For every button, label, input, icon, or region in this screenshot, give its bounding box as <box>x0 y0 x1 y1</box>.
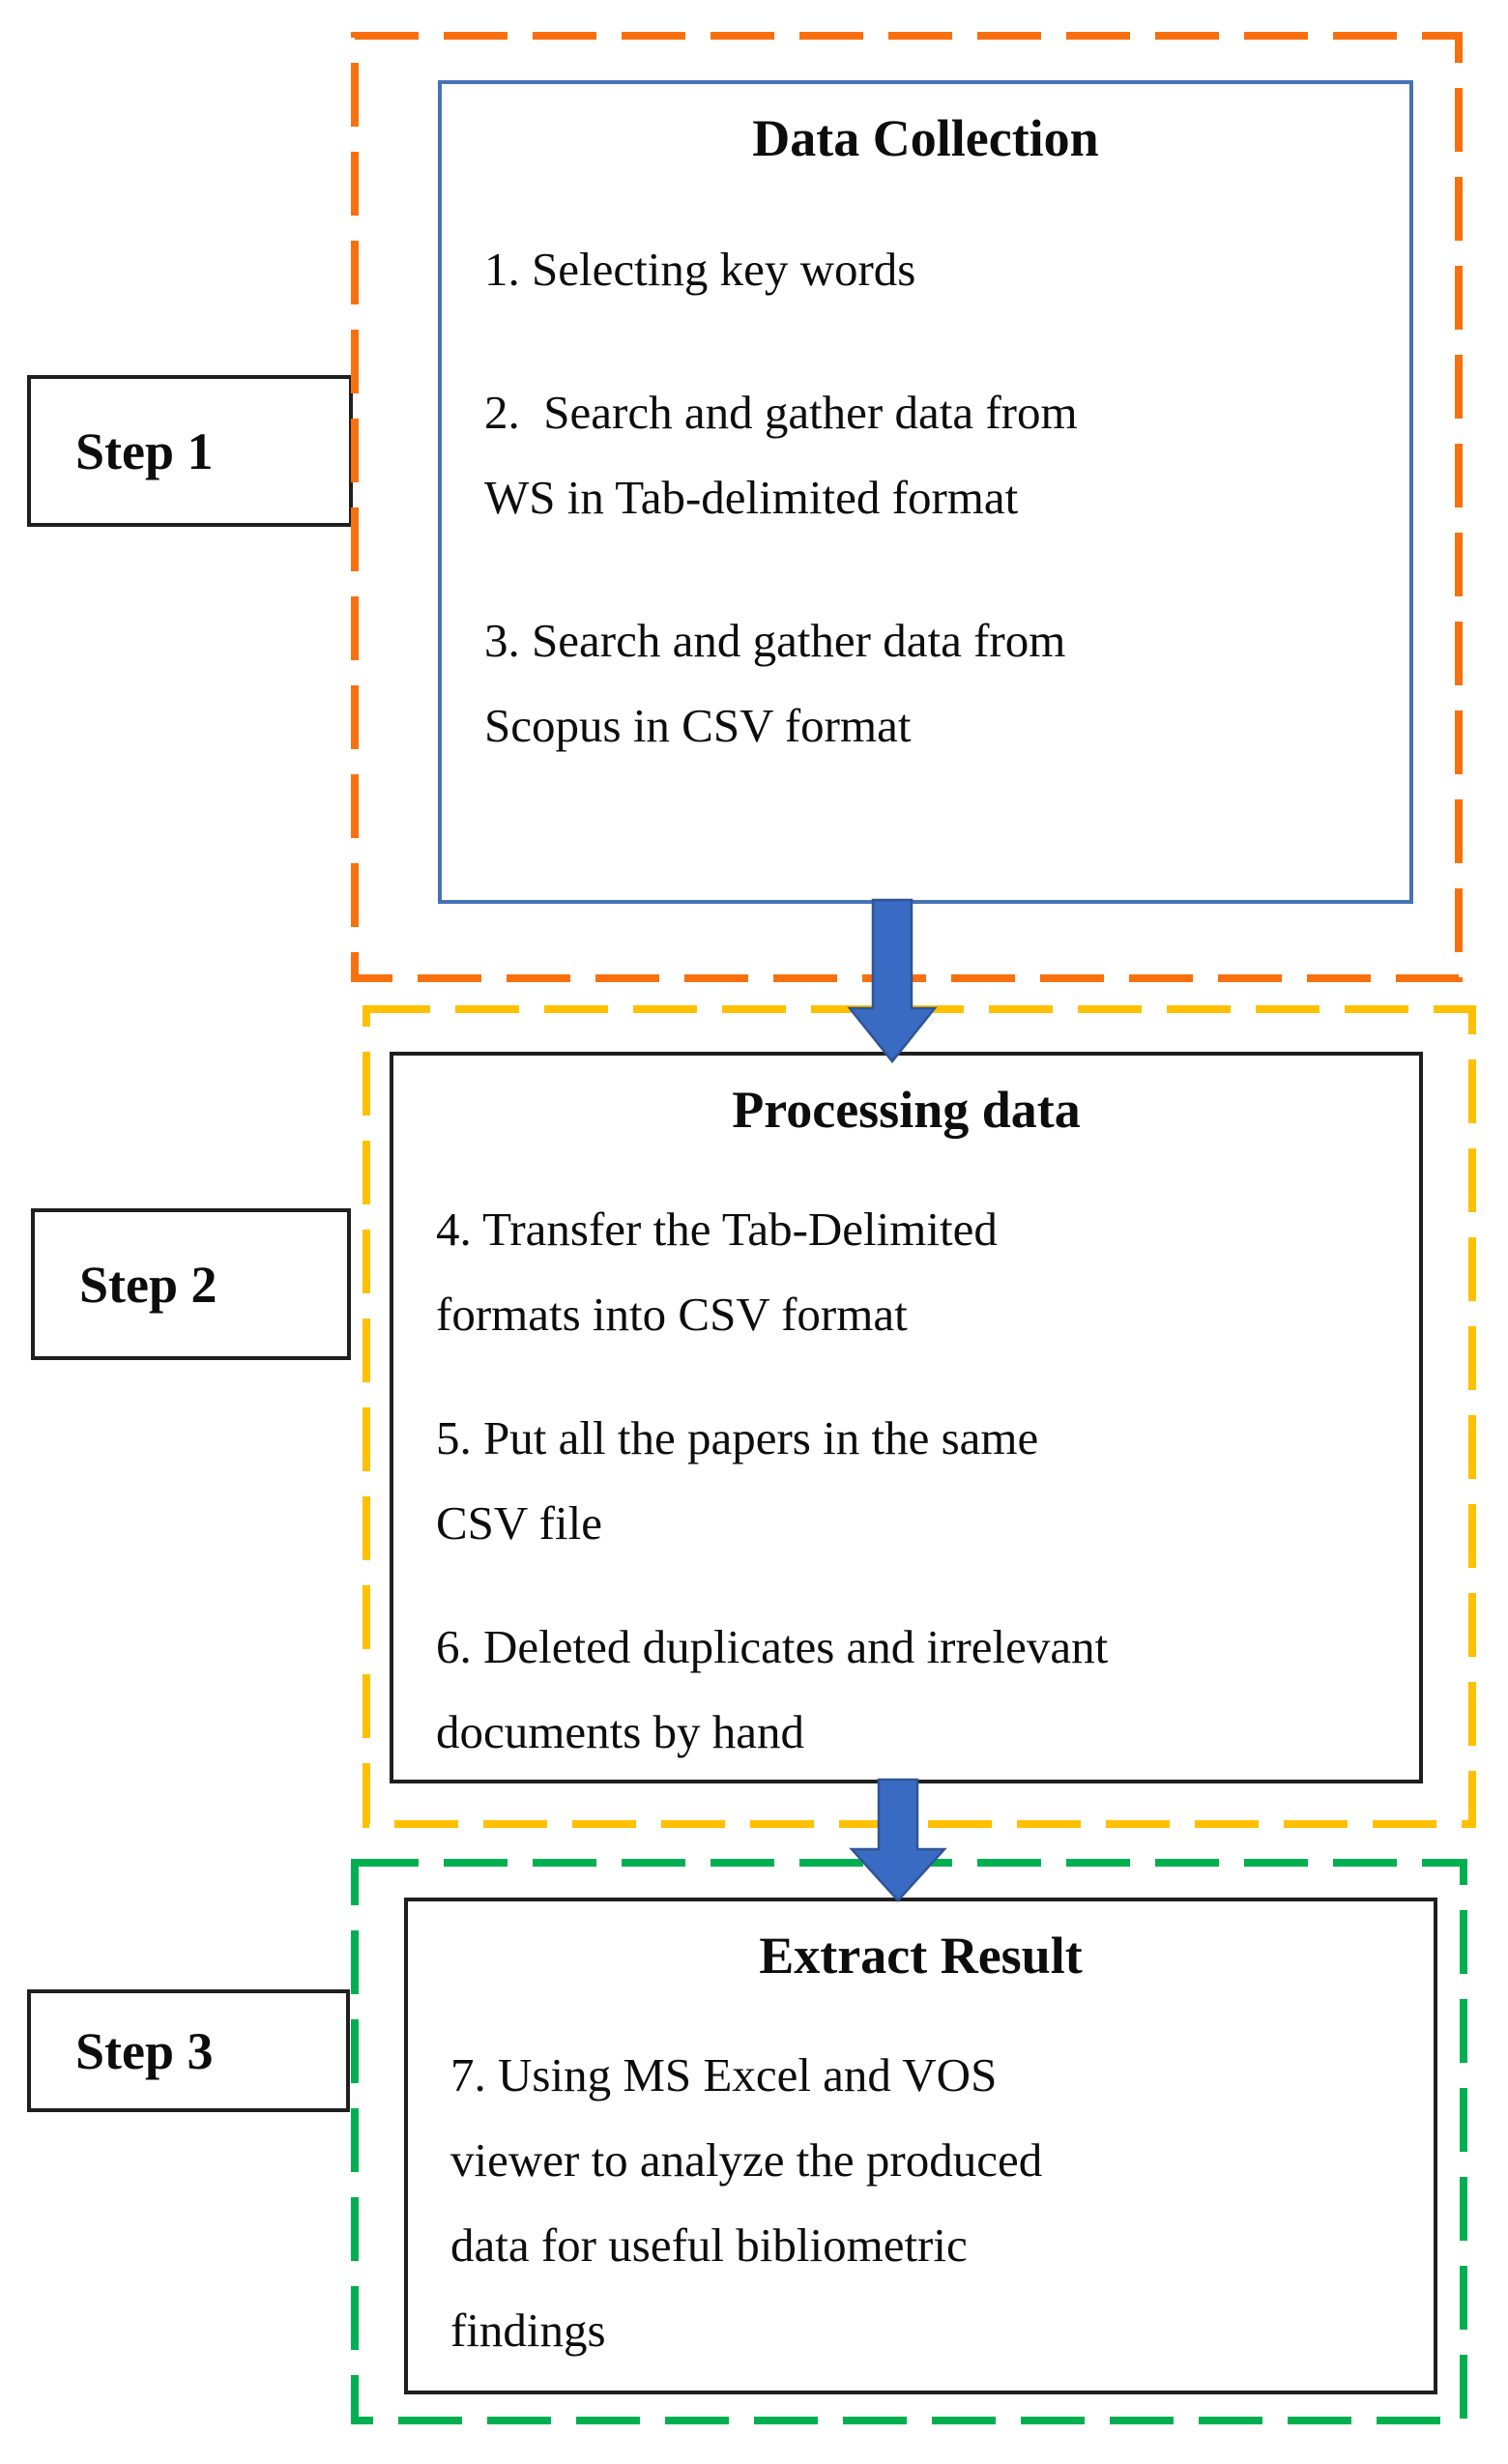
extract-result-title: Extract Result <box>759 1927 1083 1985</box>
flow-item-5: 5. Put all the papers in the same CSV fi… <box>436 1411 1039 1550</box>
step2-label: Step 2 <box>79 1255 218 1314</box>
step2-label-box: Step 2 <box>31 1208 351 1360</box>
step3-label-box: Step 3 <box>27 1989 350 2112</box>
extract-result-box: Extract Result 7. Using MS Excel and VOS… <box>404 1898 1437 2394</box>
data-collection-box: Data Collection 1. Selecting key words 2… <box>438 80 1413 904</box>
arrow-step1-to-step2-icon <box>847 898 938 1064</box>
arrow-step2-to-step3-icon <box>849 1778 947 1902</box>
processing-data-title: Processing data <box>732 1081 1081 1139</box>
flow-item-2: 2. Search and gather data from WS in Tab… <box>484 386 1078 524</box>
flow-item-1: 1. Selecting key words <box>484 243 916 296</box>
flow-item-3: 3. Search and gather data from Scopus in… <box>484 614 1066 752</box>
processing-data-box: Processing data 4. Transfer the Tab-Deli… <box>390 1052 1423 1783</box>
step1-label: Step 1 <box>75 421 214 480</box>
data-collection-title: Data Collection <box>752 109 1099 167</box>
flow-item-7: 7. Using MS Excel and VOS viewer to anal… <box>450 2048 1043 2357</box>
flow-item-4: 4. Transfer the Tab-Delimited formats in… <box>436 1203 998 1341</box>
step1-label-box: Step 1 <box>27 375 353 527</box>
step3-label: Step 3 <box>75 2021 214 2080</box>
flow-item-6: 6. Deleted duplicates and irrelevant doc… <box>436 1620 1109 1758</box>
